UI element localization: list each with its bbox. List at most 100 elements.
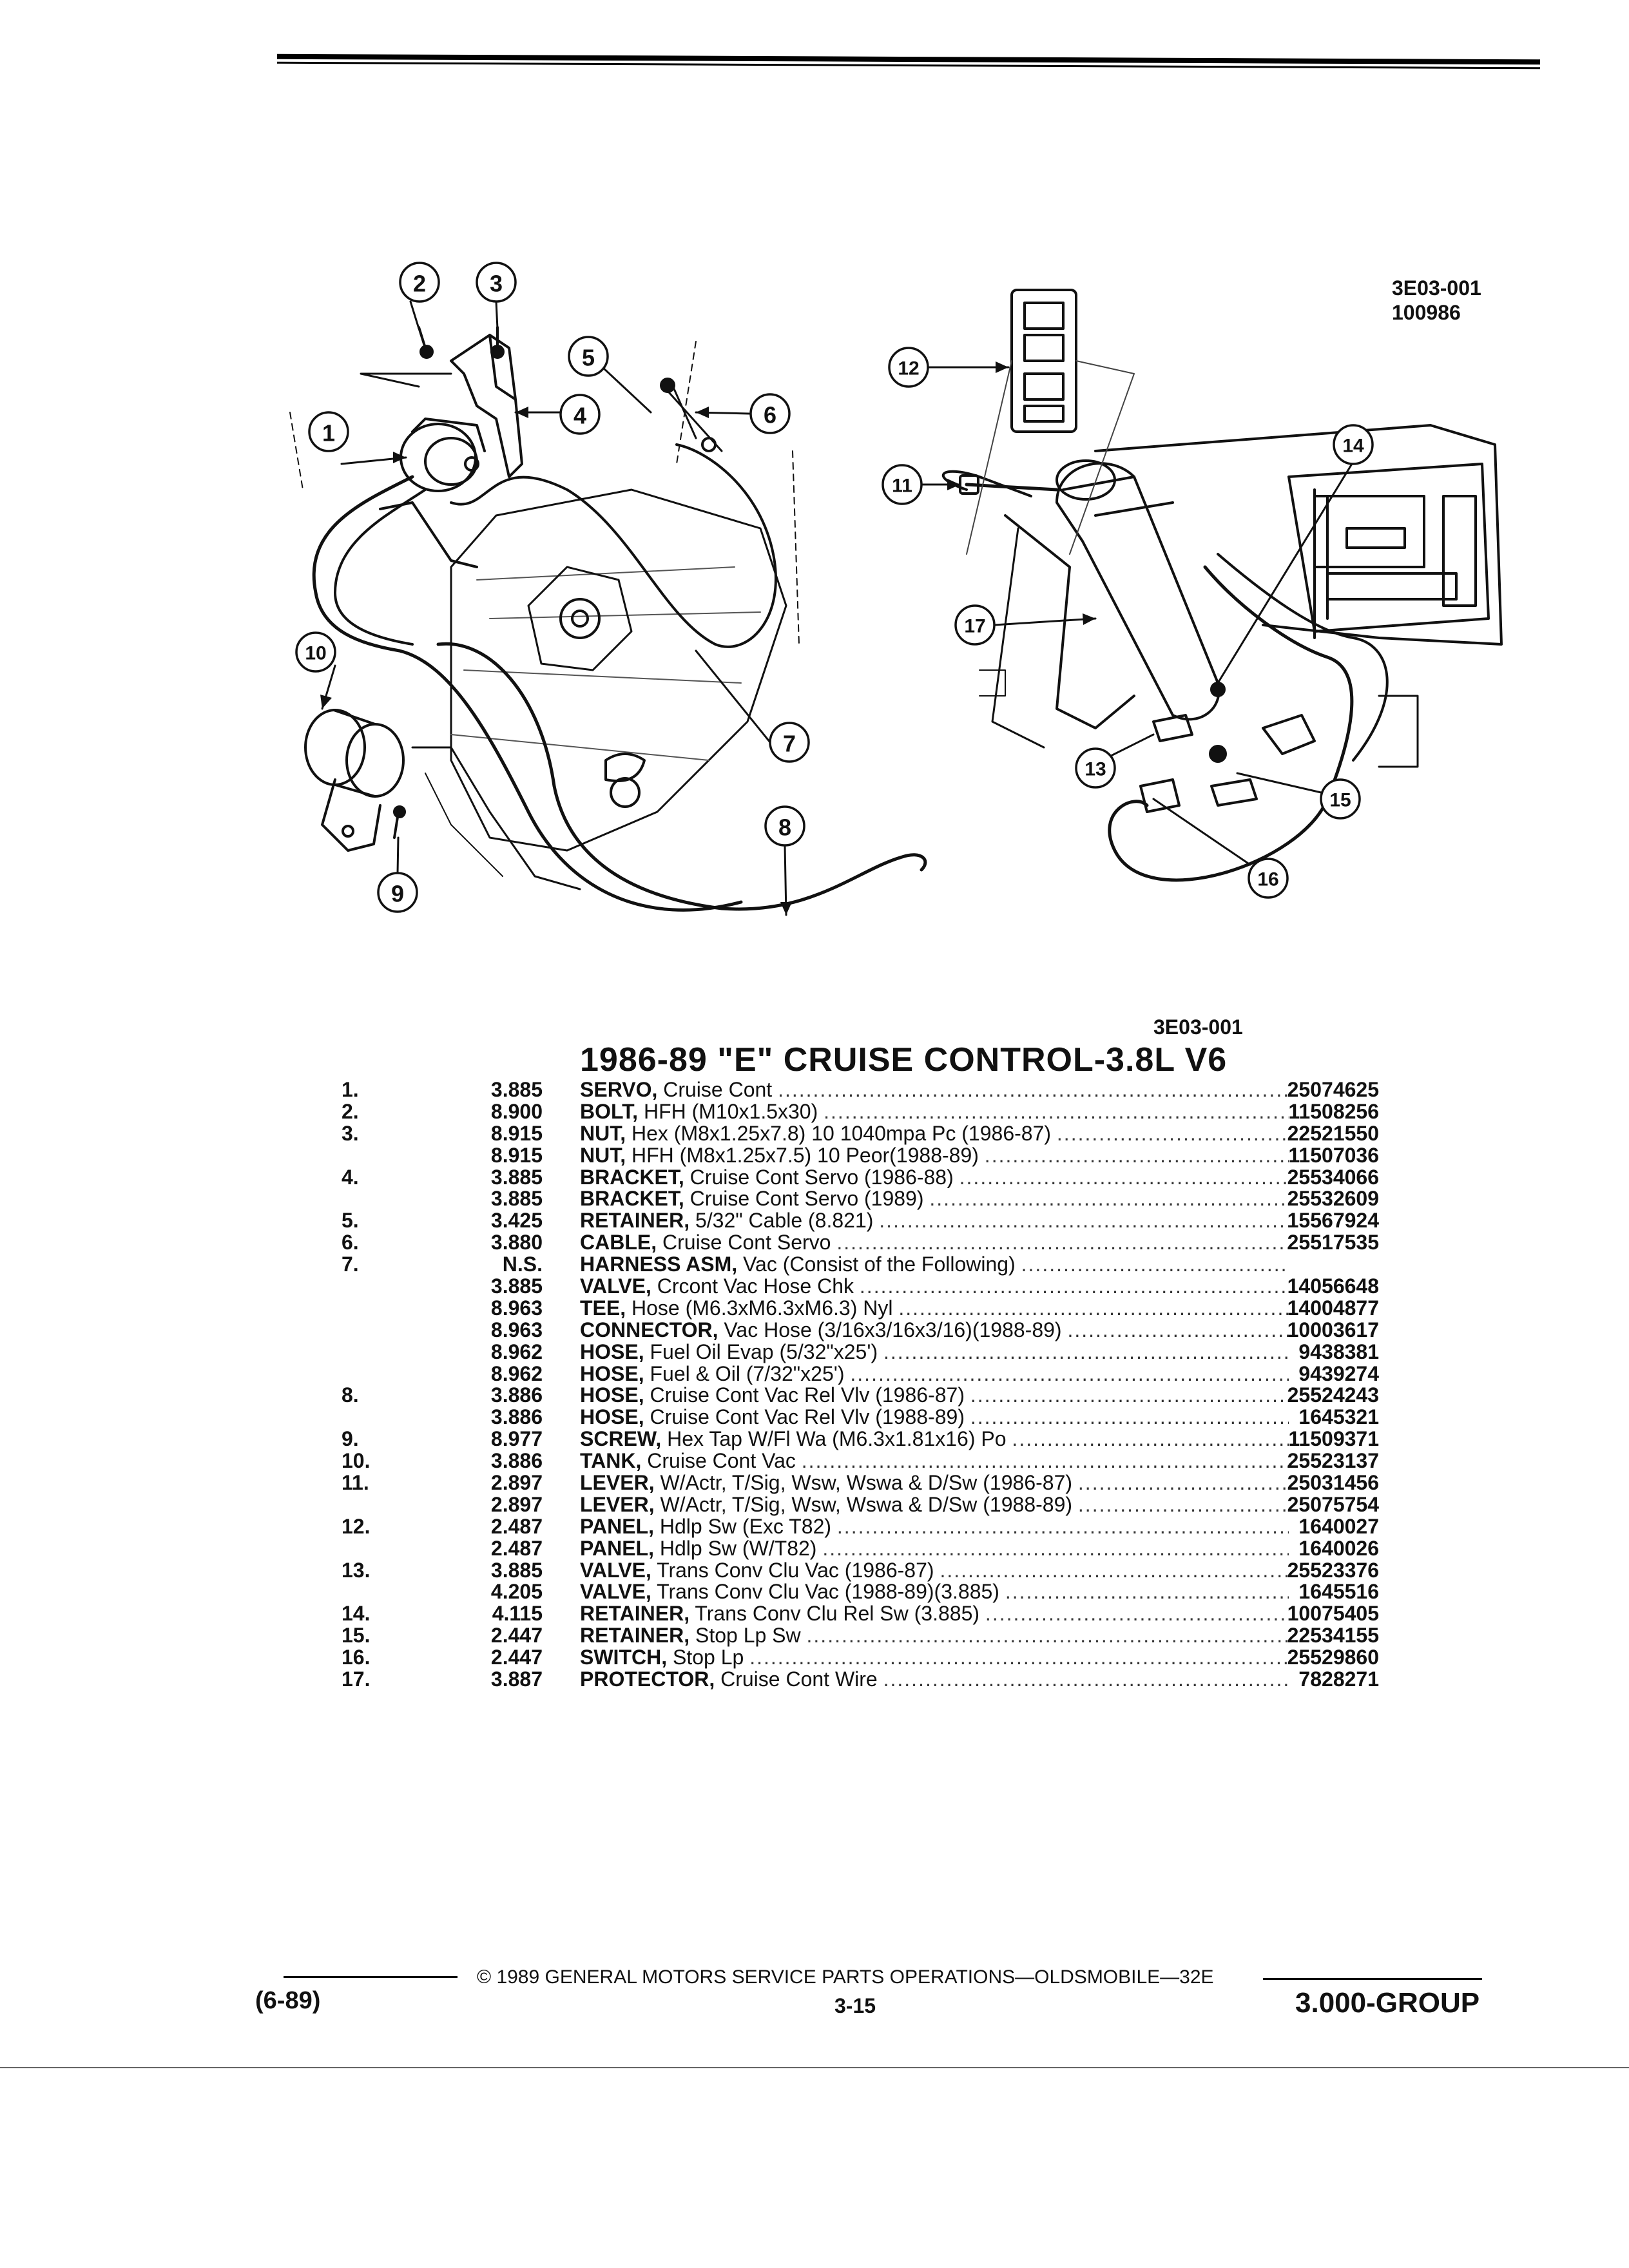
part-number: 25524243 bbox=[1287, 1383, 1379, 1407]
part-detail: Stop Lp Sw bbox=[695, 1625, 801, 1648]
group-number: 2.487 bbox=[490, 1536, 543, 1560]
ref-number: 7. bbox=[342, 1253, 359, 1276]
callout-5 bbox=[568, 336, 609, 377]
part-name: BRACKET, bbox=[580, 1188, 684, 1211]
part-detail: Vac (Consist of the Following) bbox=[743, 1254, 1016, 1276]
footer-date: (6-89) bbox=[255, 1987, 321, 2014]
group-number: 3.886 bbox=[490, 1449, 543, 1473]
part-name: PROTECTOR, bbox=[580, 1669, 715, 1691]
leader-dots: ........................................… bbox=[1056, 1122, 1289, 1145]
callout-label-8: 8 bbox=[778, 814, 791, 841]
part-name: TEE, bbox=[580, 1297, 626, 1320]
leader-dots: ........................................… bbox=[1077, 1472, 1289, 1494]
leader-dots: ........................................… bbox=[1021, 1254, 1289, 1276]
callout-9 bbox=[377, 872, 418, 913]
part-name: VALVE, bbox=[580, 1581, 651, 1604]
callout-8 bbox=[764, 805, 805, 847]
part-number: 25517535 bbox=[1287, 1231, 1379, 1254]
part-detail: Trans Conv Clu Rel Sw (3.885) bbox=[695, 1603, 980, 1626]
part-detail: Cruise Cont Vac bbox=[647, 1450, 796, 1473]
group-number: 3.886 bbox=[490, 1405, 543, 1429]
part-description: HOSE, Fuel & Oil (7/32"x25') ...........… bbox=[580, 1363, 1289, 1385]
part-number: 25532609 bbox=[1287, 1187, 1379, 1211]
part-number: 1645516 bbox=[1298, 1580, 1379, 1604]
part-number: 25529860 bbox=[1287, 1646, 1379, 1669]
part-description: BRACKET, Cruise Cont Servo (1989) ......… bbox=[580, 1188, 1289, 1210]
ref-number: 14. bbox=[342, 1602, 371, 1626]
ref-number: 9. bbox=[342, 1427, 359, 1451]
part-number: 10075405 bbox=[1287, 1602, 1379, 1626]
parts-row: 3.885 BRACKET, Cruise Cont Servo (1989) .… bbox=[322, 1188, 1379, 1210]
group-number: 3.885 bbox=[490, 1187, 543, 1211]
callout-7 bbox=[769, 722, 810, 763]
part-description: RETAINER, 5/32" Cable (8.821) ..........… bbox=[580, 1210, 1289, 1232]
group-number: 2.447 bbox=[490, 1646, 543, 1669]
part-name: SWITCH, bbox=[580, 1647, 668, 1669]
leader-dots: ........................................… bbox=[929, 1188, 1289, 1211]
part-detail: Trans Conv Clu Vac (1988-89)(3.885) bbox=[657, 1581, 999, 1604]
part-detail: Stop Lp bbox=[672, 1647, 744, 1669]
callout-10 bbox=[295, 631, 336, 673]
callout-12 bbox=[888, 347, 929, 388]
part-name: SERVO, bbox=[580, 1079, 658, 1101]
footer-page-number: 3-15 bbox=[834, 1994, 876, 2017]
part-number: 11507036 bbox=[1288, 1143, 1379, 1167]
group-number: 2.447 bbox=[490, 1624, 543, 1648]
callout-3 bbox=[476, 262, 517, 303]
part-name: TANK, bbox=[580, 1450, 642, 1473]
group-number: 3.885 bbox=[490, 1165, 543, 1189]
callout-label-16: 16 bbox=[1257, 869, 1278, 890]
group-number: N.S. bbox=[502, 1253, 543, 1276]
part-number: 1640027 bbox=[1298, 1514, 1379, 1538]
leader-dots: ........................................… bbox=[883, 1669, 1289, 1691]
leader-dots: ........................................… bbox=[984, 1144, 1289, 1167]
part-name: BOLT, bbox=[580, 1100, 639, 1123]
leader-dots: ........................................… bbox=[749, 1647, 1289, 1669]
part-detail: Cruise Cont Vac Rel Vlv (1988-89) bbox=[650, 1407, 965, 1429]
footer-group: 3.000-GROUP bbox=[1295, 1987, 1480, 2019]
group-number: 8.977 bbox=[490, 1427, 543, 1451]
ref-number: 3. bbox=[342, 1121, 359, 1145]
callout-16 bbox=[1248, 858, 1289, 899]
callout-label-11: 11 bbox=[892, 476, 912, 497]
part-detail: Crcont Vac Hose Chk bbox=[657, 1276, 854, 1298]
leader-dots: ........................................… bbox=[822, 1537, 1289, 1560]
callout-label-1: 1 bbox=[322, 420, 335, 447]
group-number: 8.963 bbox=[490, 1296, 543, 1320]
group-number: 3.880 bbox=[490, 1231, 543, 1254]
leader-dots: ........................................… bbox=[824, 1100, 1289, 1123]
part-detail: Fuel & Oil (7/32"x25') bbox=[650, 1363, 845, 1385]
part-name: LEVER, bbox=[580, 1472, 655, 1494]
part-description: RETAINER, Trans Conv Clu Rel Sw (3.885) … bbox=[580, 1603, 1289, 1625]
group-number: 8.915 bbox=[490, 1143, 543, 1167]
part-description: PANEL, Hdlp Sw (Exc T82) ...............… bbox=[580, 1516, 1289, 1538]
group-number: 3.887 bbox=[490, 1667, 543, 1691]
leader-dots: ........................................… bbox=[898, 1297, 1289, 1320]
group-number: 2.897 bbox=[490, 1492, 543, 1516]
part-detail: Vac Hose (3/16x3/16x3/16)(1988-89) bbox=[724, 1319, 1062, 1341]
leader-dots: ........................................… bbox=[859, 1276, 1289, 1298]
group-number: 3.885 bbox=[490, 1558, 543, 1582]
part-name: RETAINER, bbox=[580, 1210, 690, 1233]
callout-label-13: 13 bbox=[1084, 759, 1106, 780]
part-description: VALVE, Crcont Vac Hose Chk .............… bbox=[580, 1276, 1289, 1298]
part-detail: W/Actr, T/Sig, Wsw, Wswa & D/Sw (1986-87… bbox=[660, 1472, 1073, 1494]
part-number: 14056648 bbox=[1287, 1274, 1379, 1298]
leader-dots: ........................................… bbox=[836, 1515, 1289, 1538]
callout-14 bbox=[1333, 424, 1374, 465]
callout-label-10: 10 bbox=[305, 643, 326, 664]
part-number: 10003617 bbox=[1287, 1318, 1379, 1341]
part-name: VALVE, bbox=[580, 1276, 651, 1298]
part-description: TEE, Hose (M6.3xM6.3xM6.3) Nyl .........… bbox=[580, 1298, 1289, 1320]
part-description: VALVE, Trans Conv Clu Vac (1988-89)(3.88… bbox=[580, 1581, 1289, 1603]
ref-number: 6. bbox=[342, 1231, 359, 1254]
part-detail: HFH (M10x1.5x30) bbox=[643, 1100, 818, 1123]
